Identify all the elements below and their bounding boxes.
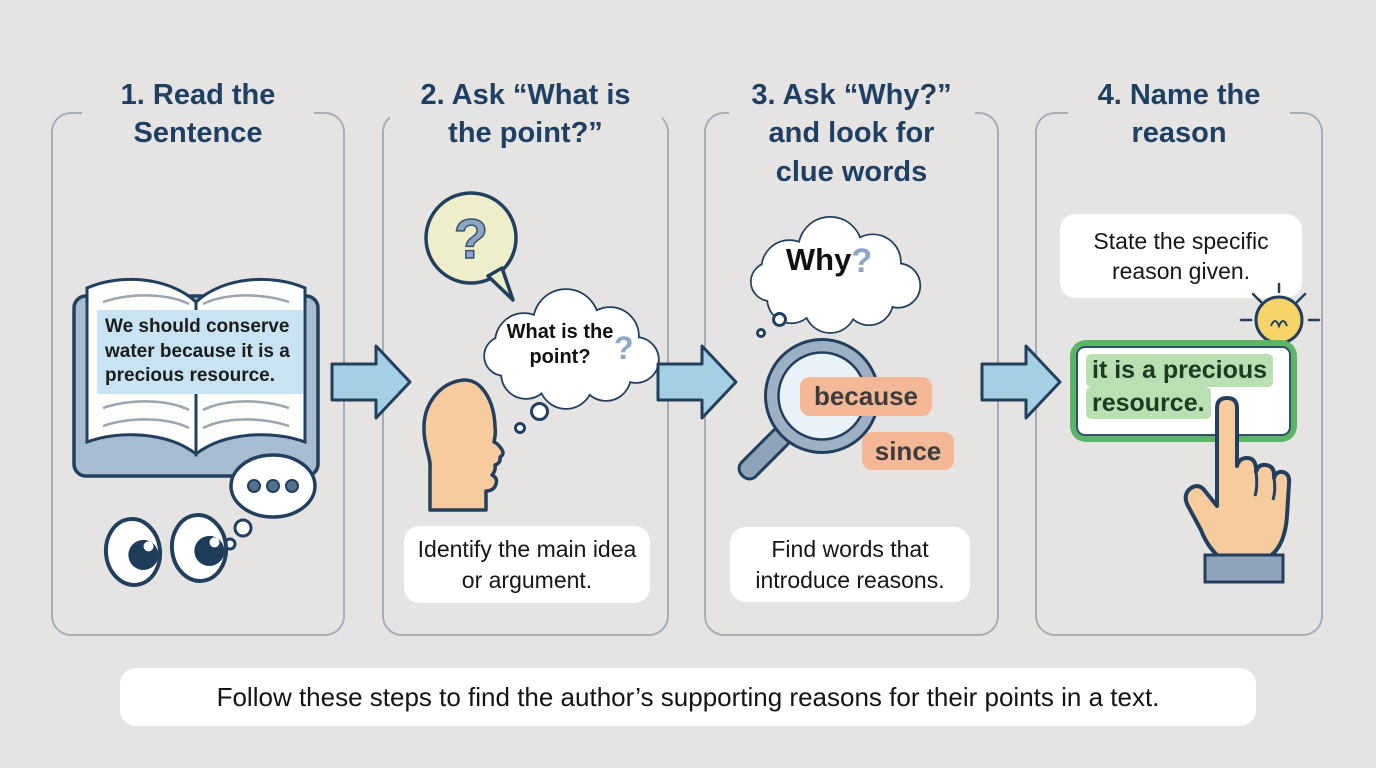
flow-arrow-icon (330, 344, 412, 420)
reading-eyes-icon (103, 513, 229, 587)
step-3-title: 3. Ask “Why?” and look for clue words (728, 76, 975, 191)
thought-trail-bubble (772, 312, 787, 327)
reason-answer-inner: it is a precious resource. (1076, 346, 1291, 436)
flow-arrow-icon (980, 344, 1062, 420)
step-1-panel: 1. Read the Sentence We should conserve … (51, 76, 345, 636)
clue-word-since: since (862, 432, 954, 470)
question-mark: ? (454, 207, 488, 270)
step-1-title: 1. Read the Sentence (82, 76, 314, 153)
step-3-panel: 3. Ask “Why?” and look for clue words Wh… (704, 76, 999, 636)
thought-cloud-icon (749, 216, 922, 334)
highlighted-sentence: We should conserve water because it is a… (97, 310, 303, 395)
thought-trail-bubble (530, 402, 549, 421)
step-2-title: 2. Ask “What is the point?” (389, 76, 662, 153)
step-4-title: 4. Name the reason (1068, 76, 1290, 153)
reason-text-line: resource. (1086, 386, 1211, 419)
reason-text-line: it is a precious (1086, 354, 1274, 387)
reason-answer-box: it is a precious resource. (1070, 340, 1297, 442)
question-speech-bubble-icon: ? (424, 191, 518, 302)
clue-word-because: because (800, 377, 932, 416)
step-2-panel: 2. Ask “What is the point?” ? What is th… (382, 76, 669, 636)
step-3-caption: Find words that introduce reasons. (730, 527, 970, 602)
step-4-note: State the specific reason given. (1060, 214, 1302, 298)
pointing-hand-icon (1183, 396, 1292, 584)
footer-summary: Follow these steps to find the author’s … (120, 668, 1256, 726)
thought-text-wrap: Why? (764, 240, 894, 280)
thinking-dots-bubble-icon (223, 453, 317, 551)
question-mark: ? (851, 242, 873, 280)
magnifying-glass-icon (737, 338, 880, 481)
step-2-caption: Identify the main idea or argument. (404, 526, 650, 603)
thought-trail-bubble (756, 328, 766, 338)
why-text: Why (785, 242, 852, 277)
head-profile-icon (422, 378, 505, 512)
flow-arrow-icon (656, 344, 738, 420)
thought-trail-bubble (514, 422, 526, 434)
thought-text: What is the point? (506, 321, 614, 368)
question-mark: ? (614, 330, 634, 366)
thought-cloud-icon (483, 288, 660, 410)
step-4-panel: 4. Name the reason State the specific re… (1035, 76, 1323, 636)
